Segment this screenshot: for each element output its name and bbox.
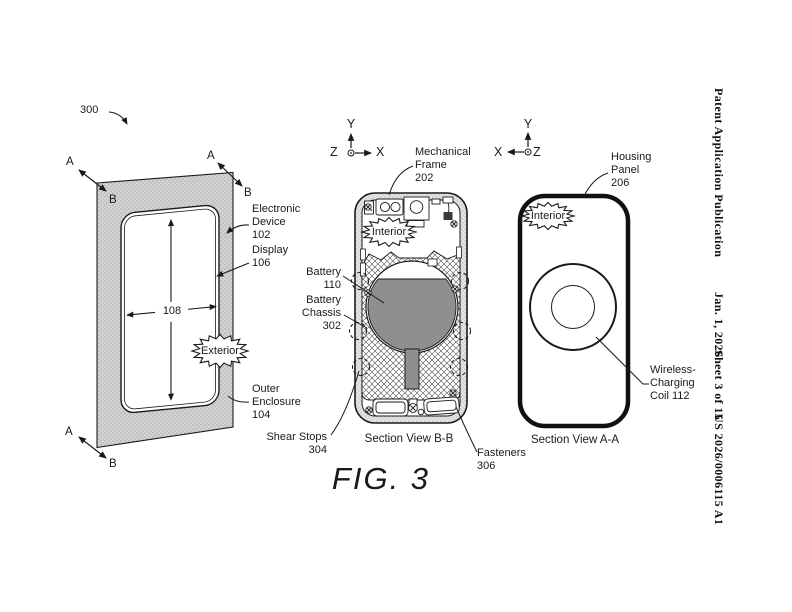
dimension-108: 108: [156, 305, 188, 318]
display-label: Display 106: [252, 244, 288, 270]
exterior-callout: Exterior: [191, 345, 249, 358]
figure-caption: FIG. 3: [311, 461, 451, 498]
section-arrow-top-left: [79, 170, 106, 191]
aa-axis-x: X: [494, 145, 502, 160]
mechanical-frame-leader: [389, 166, 413, 195]
housing-panel-leader: [584, 173, 608, 196]
section-view-bb-caption: Section View B-B: [344, 433, 474, 447]
shear-stops-label: Shear Stops 304: [255, 431, 327, 457]
interior-callout-bb: Interior: [359, 226, 419, 239]
section-mark-a: A: [207, 150, 215, 164]
battery-tab: [405, 349, 419, 389]
section-mark-b: B: [109, 194, 117, 208]
bb-axis-z: Z: [330, 145, 338, 160]
aa-axes-icon: [508, 133, 531, 155]
aa-axis-z: Z: [533, 145, 541, 160]
section-view-aa-caption: Section View A-A: [510, 434, 640, 448]
fasteners-label: Fasteners 306: [477, 447, 526, 473]
interior-callout-aa: Interior: [518, 210, 578, 223]
electronic-device-label: Electronic Device 102: [252, 203, 300, 242]
bb-axes-icon: [348, 134, 371, 156]
battery-label: Battery 110: [295, 266, 341, 292]
publication-header: Patent Application Publication: [711, 88, 726, 257]
section-mark-a: A: [65, 426, 73, 440]
ref-300-arrow: [109, 112, 127, 124]
bb-axis-x: X: [376, 145, 384, 160]
sheet-number: Sheet 3 of 15: [711, 350, 726, 420]
bb-axis-y: Y: [344, 117, 358, 132]
aa-axis-y: Y: [521, 117, 535, 132]
reference-number-300: 300: [80, 104, 98, 117]
section-mark-b: B: [109, 458, 117, 472]
outer-enclosure-label: Outer Enclosure 104: [252, 383, 301, 422]
publication-date: Jan. 1, 2026: [711, 292, 726, 357]
section-mark-a: A: [66, 156, 74, 170]
section-mark-b: B: [244, 187, 252, 201]
perspective-view-art: [79, 112, 249, 458]
wireless-charging-coil-label: Wireless- Charging Coil 112: [650, 364, 696, 403]
mechanical-frame-label: Mechanical Frame 202: [415, 146, 471, 185]
battery-chassis-label: Battery Chassis 302: [288, 294, 341, 333]
housing-panel-outline: [520, 196, 628, 426]
patent-number: US 2026/0006115 A1: [711, 414, 726, 525]
housing-panel-label: Housing Panel 206: [611, 151, 651, 190]
